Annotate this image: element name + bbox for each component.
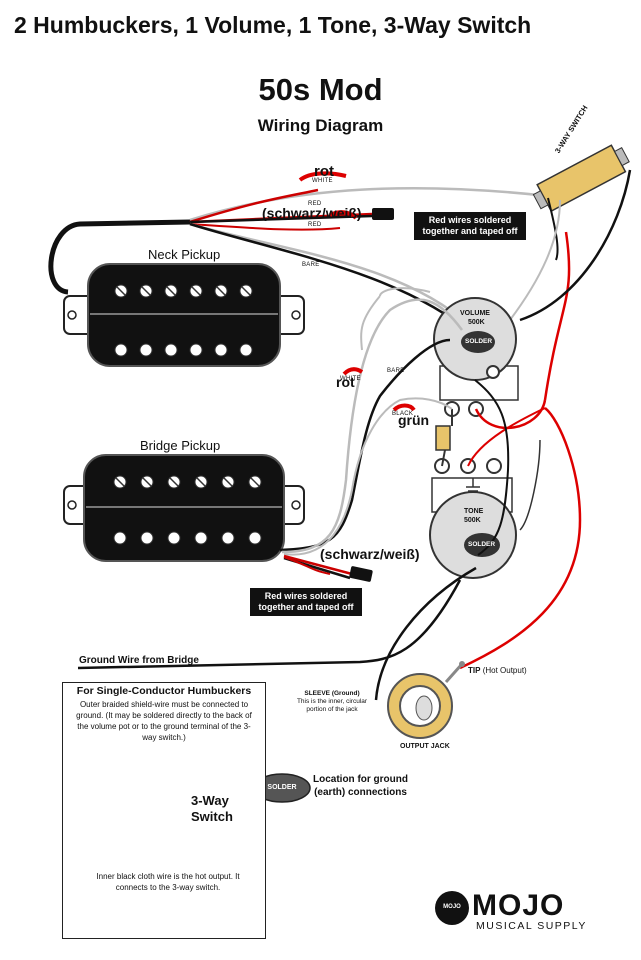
capacitor: [435, 425, 451, 451]
wire-label-red: RED: [308, 201, 322, 207]
volume-label: VOLUME: [460, 310, 490, 317]
neck-pickup-label: Neck Pickup: [148, 247, 221, 262]
handwritten-schwarz-weiss-bottom: (schwarz/weiß): [320, 546, 420, 562]
output-jack: [387, 661, 465, 739]
note-red-soldered-bottom: Red wires soldered together and taped of…: [250, 588, 362, 616]
neck-pickup: [63, 263, 305, 367]
page-title: 2 Humbuckers, 1 Volume, 1 Tone, 3-Way Sw…: [14, 12, 532, 38]
bridge-pickup-label: Bridge Pickup: [140, 438, 221, 453]
legend-line2: (earth) connections: [314, 787, 407, 798]
volume-solder-label: SOLDER: [465, 338, 493, 345]
diagram-subtitle: Wiring Diagram: [257, 116, 384, 135]
logo-tagline: MUSICAL SUPPLY: [476, 920, 587, 932]
jack-sleeve-note-2: portion of the jack: [306, 706, 358, 713]
jack-sleeve-block: SLEEVE (Ground) This is the inner, circu…: [292, 690, 372, 714]
logo-badge: MOJO: [443, 904, 461, 910]
single-conductor-inner-text: Inner black cloth wire is the hot output…: [96, 872, 240, 892]
note-bottom-line2: together and taped off: [258, 602, 354, 612]
handwritten-gruen: grün: [398, 412, 430, 428]
single-conductor-box: For Single-Conductor Humbuckers Outer br…: [62, 682, 266, 939]
single-conductor-text: Outer braided shield-wire must be connec…: [76, 700, 252, 742]
jack-sleeve-label: SLEEVE (Ground): [304, 690, 360, 697]
volume-value: 500K: [468, 319, 485, 326]
wire-label-black: BLACK: [392, 411, 414, 417]
bridge-wires: [279, 298, 464, 580]
single-conductor-switch-label: 3-Way Switch: [191, 793, 233, 825]
scribbles: [298, 171, 416, 412]
bridge-pickup: [63, 454, 305, 562]
three-way-switch: [532, 144, 630, 213]
switch-wires: [509, 169, 632, 401]
ground-wire-label: Ground Wire from Bridge: [79, 655, 199, 666]
logo-badge-shape: [435, 891, 469, 925]
jack-sleeve-note-1: This is the inner, circular: [296, 698, 368, 705]
tone-label: TONE: [464, 508, 484, 515]
handwritten-schwarz-weiss-top: (schwarz/weiß): [262, 205, 362, 221]
switch-line1: 3-Way: [191, 793, 229, 808]
legend-solder-badge: SOLDER: [267, 784, 297, 791]
single-conductor-title: For Single-Conductor Humbuckers: [76, 685, 252, 697]
switch-line2: Switch: [191, 809, 233, 824]
ground-wire: [77, 579, 462, 670]
wire-label-white-mid: WHITE: [340, 376, 361, 382]
neck-wires: [189, 186, 549, 337]
handwritten-rot-top: rot: [314, 163, 334, 180]
wire-label-red-2: RED: [308, 222, 322, 228]
jack-tip-label: TIP (Hot Output): [468, 666, 527, 675]
wire-label-bare-mid: BARE: [387, 368, 405, 374]
tone-solder-label: SOLDER: [468, 541, 496, 548]
legend-line1: Location for ground: [313, 774, 408, 785]
neck-cable: [48, 219, 191, 295]
pot-wires: [374, 379, 582, 701]
tone-pot: [429, 458, 517, 579]
note-top-line2: together and taped off: [422, 226, 518, 236]
jack-tip-note: (Hot Output): [482, 666, 527, 675]
jack-tip-text: TIP: [468, 666, 481, 675]
note-bottom-line1: Red wires soldered: [264, 591, 348, 601]
tone-value: 500K: [464, 517, 481, 524]
handwritten-rot-mid: rot: [336, 374, 355, 390]
note-top-line1: Red wires soldered: [428, 215, 512, 225]
logo-name: MOJO: [472, 889, 565, 922]
legend-text: Location for ground (earth) connections: [313, 773, 408, 799]
output-jack-label: OUTPUT JACK: [400, 743, 450, 750]
mod-title: 50s Mod: [258, 72, 383, 107]
note-red-soldered-top: Red wires soldered together and taped of…: [414, 212, 526, 240]
wire-label-bare-top: BARE: [302, 262, 320, 268]
wire-label-white: WHITE: [312, 178, 333, 184]
